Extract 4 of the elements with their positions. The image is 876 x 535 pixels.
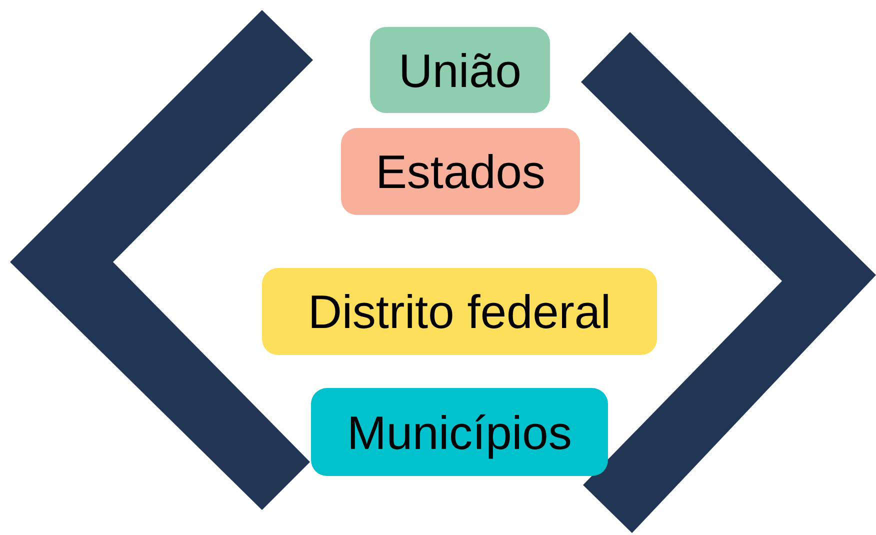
label-box: Municípios bbox=[311, 388, 608, 476]
label-box: Distrito federal bbox=[262, 268, 657, 355]
label-box: União bbox=[370, 27, 550, 113]
label-box: Estados bbox=[341, 128, 580, 215]
